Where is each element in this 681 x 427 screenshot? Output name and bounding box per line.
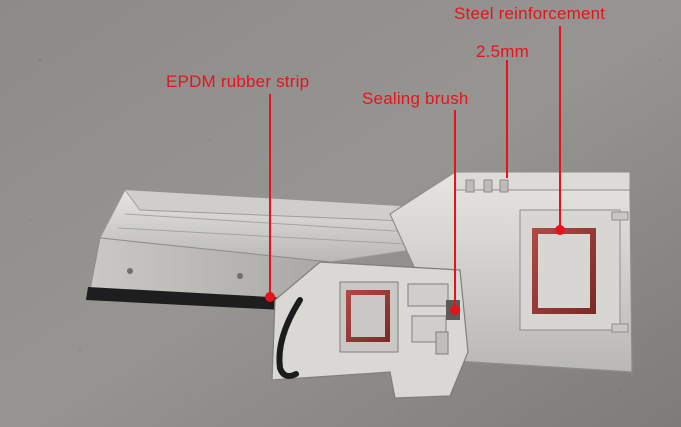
steel-reinforcement-label: Steel reinforcement bbox=[454, 4, 606, 23]
sash-steel bbox=[346, 290, 390, 342]
frame-top-rail bbox=[454, 171, 631, 191]
leader-lines bbox=[265, 26, 565, 315]
sealing-brush-label: Sealing brush bbox=[362, 89, 469, 108]
sash-top-face bbox=[125, 190, 420, 222]
epdm-strip bbox=[86, 287, 325, 312]
epdm-gasket bbox=[276, 297, 303, 379]
epdm-rubber-strip-label: EPDM rubber strip bbox=[166, 72, 310, 91]
wall-thickness-label: 2.5mm bbox=[476, 42, 529, 61]
